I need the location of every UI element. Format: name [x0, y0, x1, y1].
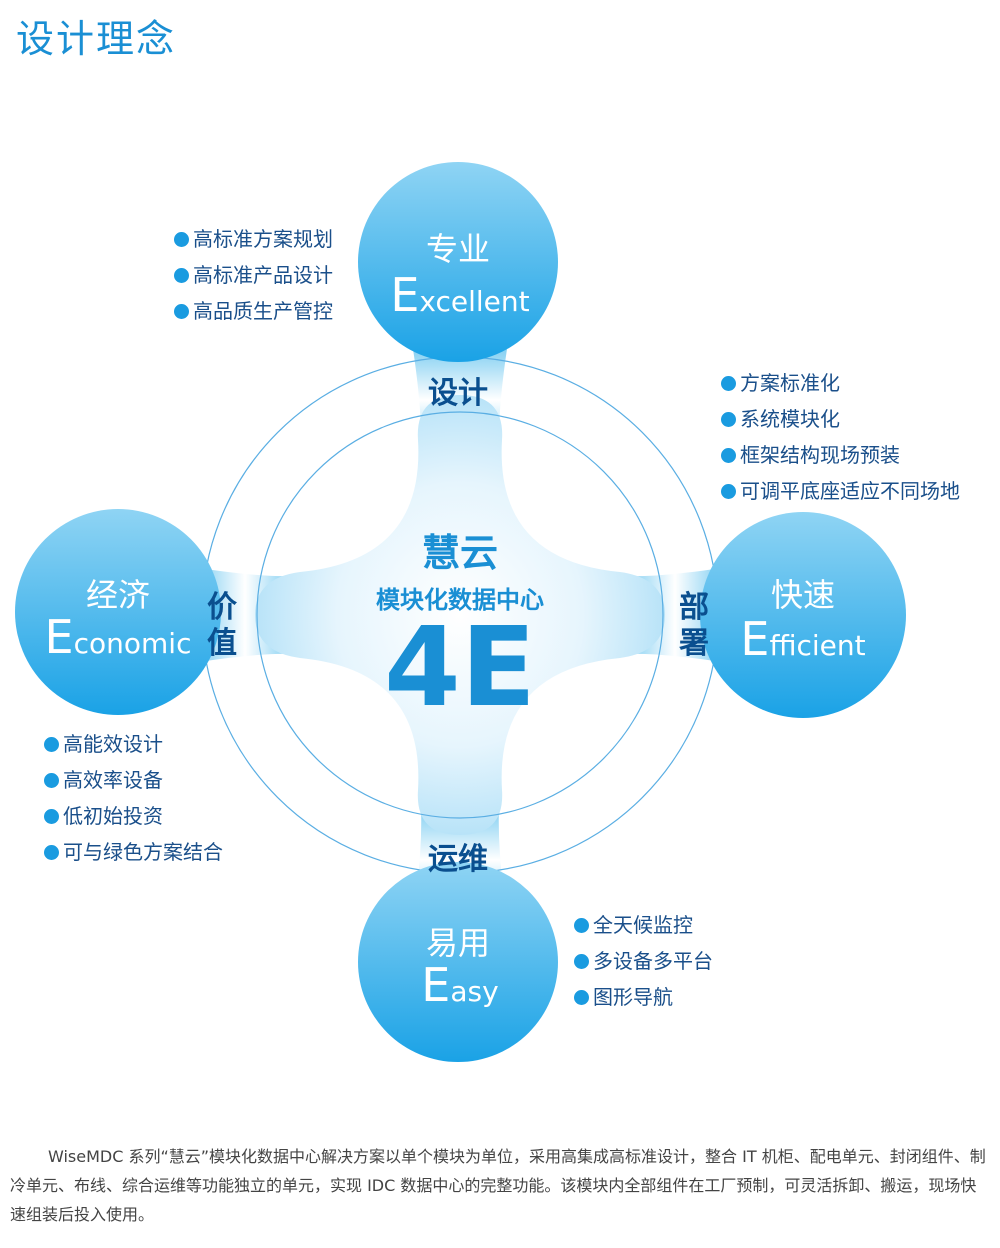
list-item: 图形导航: [574, 979, 713, 1015]
bullet-dot-icon: [721, 483, 736, 499]
bullet-dot-icon: [574, 953, 589, 969]
center-shape: [255, 395, 665, 835]
bullet-list-top: 高标准方案规划 高标准产品设计 高品质生产管控: [174, 221, 333, 329]
list-item: 全天候监控: [574, 907, 713, 943]
connector-operation: 运维: [428, 842, 488, 877]
connector-value: 价值: [207, 590, 237, 661]
page-title: 设计理念: [16, 17, 177, 61]
list-item: 低初始投资: [44, 798, 223, 834]
inner-ring: [256, 411, 664, 819]
bullet-list-right: 方案标准化 系统模块化 框架结构现场预装 可调平底座适应不同场地: [721, 365, 960, 509]
node-top-circle: [358, 162, 558, 362]
node-left-label: Economic: [44, 610, 192, 664]
node-right-label: Efficient: [740, 612, 866, 666]
node-bottom-label: Easy: [421, 958, 499, 1012]
bullet-dot-icon: [721, 447, 736, 463]
node-bottom-circle: [358, 862, 558, 1062]
node-right-circle: [700, 512, 906, 718]
node-top-title: 专业: [425, 230, 490, 268]
list-item: 高效率设备: [44, 762, 223, 798]
node-left-circle: [15, 509, 221, 715]
node-left-title: 经济: [85, 576, 150, 614]
list-item: 高标准方案规划: [174, 221, 333, 257]
bullet-dot-icon: [574, 917, 589, 933]
bullet-dot-icon: [721, 375, 736, 391]
list-item: 框架结构现场预装: [721, 437, 960, 473]
center-4e: 4E: [384, 603, 536, 731]
bullet-dot-icon: [44, 772, 59, 788]
bullet-dot-icon: [574, 989, 589, 1005]
bullet-dot-icon: [721, 411, 736, 427]
bullet-dot-icon: [44, 844, 59, 860]
list-item: 系统模块化: [721, 401, 960, 437]
bullet-dot-icon: [44, 736, 59, 752]
bullet-dot-icon: [174, 303, 189, 319]
list-item: 高标准产品设计: [174, 257, 333, 293]
4e-diagram: [15, 162, 906, 1062]
list-item: 高能效设计: [44, 726, 223, 762]
center-title: 慧云: [421, 531, 498, 575]
list-item: 高品质生产管控: [174, 293, 333, 329]
bullet-dot-icon: [174, 267, 189, 283]
node-right-title: 快速: [770, 576, 835, 614]
bullet-dot-icon: [44, 808, 59, 824]
list-item: 多设备多平台: [574, 943, 713, 979]
connector-design: 设计: [428, 376, 488, 411]
node-bottom-title: 易用: [425, 924, 490, 962]
description-paragraph: WiseMDC 系列“慧云”模块化数据中心解决方案以单个模块为单位，采用高集成高…: [10, 1147, 986, 1224]
node-top-label: Excellent: [390, 268, 530, 322]
center-subtitle: 模块化数据中心: [376, 586, 544, 614]
list-item: 可调平底座适应不同场地: [721, 473, 960, 509]
bullet-dot-icon: [174, 231, 189, 247]
list-item: 可与绿色方案结合: [44, 834, 223, 870]
bullet-list-left: 高能效设计 高效率设备 低初始投资 可与绿色方案结合: [44, 726, 223, 870]
bullet-list-bottom: 全天候监控 多设备多平台 图形导航: [574, 907, 713, 1015]
list-item: 方案标准化: [721, 365, 960, 401]
connector-deploy: 部署: [679, 590, 709, 661]
